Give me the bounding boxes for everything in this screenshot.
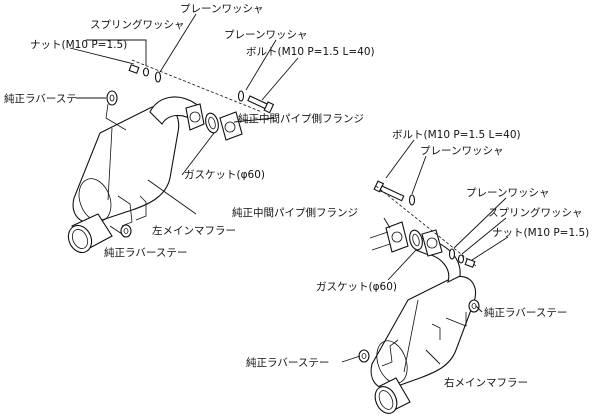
- right-plain-washer-right: [448, 248, 456, 260]
- left-muffler-flange: [185, 103, 205, 131]
- left-label-plain-washer-right: プレーンワッシャ: [224, 29, 307, 41]
- left-label-rubber-stay-bottom: 純正ラバーステー: [104, 246, 187, 259]
- right-label-mid-pipe-flange: 純正中間パイプ側フランジ: [232, 206, 358, 219]
- right-label-rubber-stay-right: 純正ラバーステー: [484, 306, 567, 319]
- left-plain-washer-right: [237, 90, 245, 102]
- left-label-mid-pipe-flange: 純正中間パイプ側フランジ: [238, 112, 364, 125]
- left-gasket: [205, 112, 219, 134]
- left-label-spring-washer: スプリングワッシャ: [90, 18, 185, 31]
- right-label-gasket: ガスケット(φ60): [316, 281, 397, 293]
- right-label-muffler: 右メインマフラー: [444, 376, 528, 389]
- left-spring-washer: [142, 67, 150, 77]
- left-label-muffler: 左メインマフラー: [152, 224, 236, 237]
- right-rubber-stay-right: [468, 299, 480, 313]
- left-plain-washer-top: [154, 71, 162, 83]
- right-label-bolt: ボルト(M10 P=1.5 L=40): [392, 129, 521, 141]
- right-mid-pipe-flange: [369, 221, 409, 253]
- right-spring-washer: [457, 254, 465, 264]
- left-assembly: プレーンワッシャ スプリングワッシャ ナット(M10 P=1.5) プレーンワッ…: [4, 3, 375, 259]
- left-mid-pipe-flange: [219, 111, 243, 141]
- left-label-bolt: ボルト(M10 P=1.5 L=40): [246, 46, 375, 58]
- left-label-nut: ナット(M10 P=1.5): [30, 39, 127, 51]
- left-label-gasket: ガスケット(φ60): [184, 169, 265, 181]
- right-label-spring-washer: スプリングワッシャ: [488, 206, 583, 219]
- right-label-nut: ナット(M10 P=1.5): [492, 227, 589, 239]
- left-rubber-stay-top: [106, 90, 118, 106]
- right-label-rubber-stay-left: 純正ラバーステー: [246, 356, 329, 369]
- left-rubber-stay-bottom: [120, 224, 132, 238]
- left-label-plain-washer-top: プレーンワッシャ: [180, 3, 263, 15]
- right-bolt: [373, 180, 405, 202]
- right-main-muffler: [370, 237, 476, 414]
- right-plain-washer-top: [408, 194, 416, 206]
- right-gasket: [409, 229, 423, 251]
- left-main-muffler: [67, 96, 201, 254]
- right-nut: [464, 258, 476, 268]
- left-bolt: [247, 95, 275, 114]
- right-muffler-flange: [421, 229, 443, 257]
- right-label-plain-washer-top: プレーンワッシャ: [420, 145, 503, 157]
- right-rubber-stay-left: [358, 349, 370, 363]
- right-label-plain-washer-right: プレーンワッシャ: [466, 187, 549, 199]
- right-assembly: ボルト(M10 P=1.5 L=40) プレーンワッシャ プレーンワッシャ 純正…: [232, 129, 589, 414]
- left-label-rubber-stay-top: 純正ラバーステー: [4, 92, 87, 105]
- left-nut: [128, 64, 140, 74]
